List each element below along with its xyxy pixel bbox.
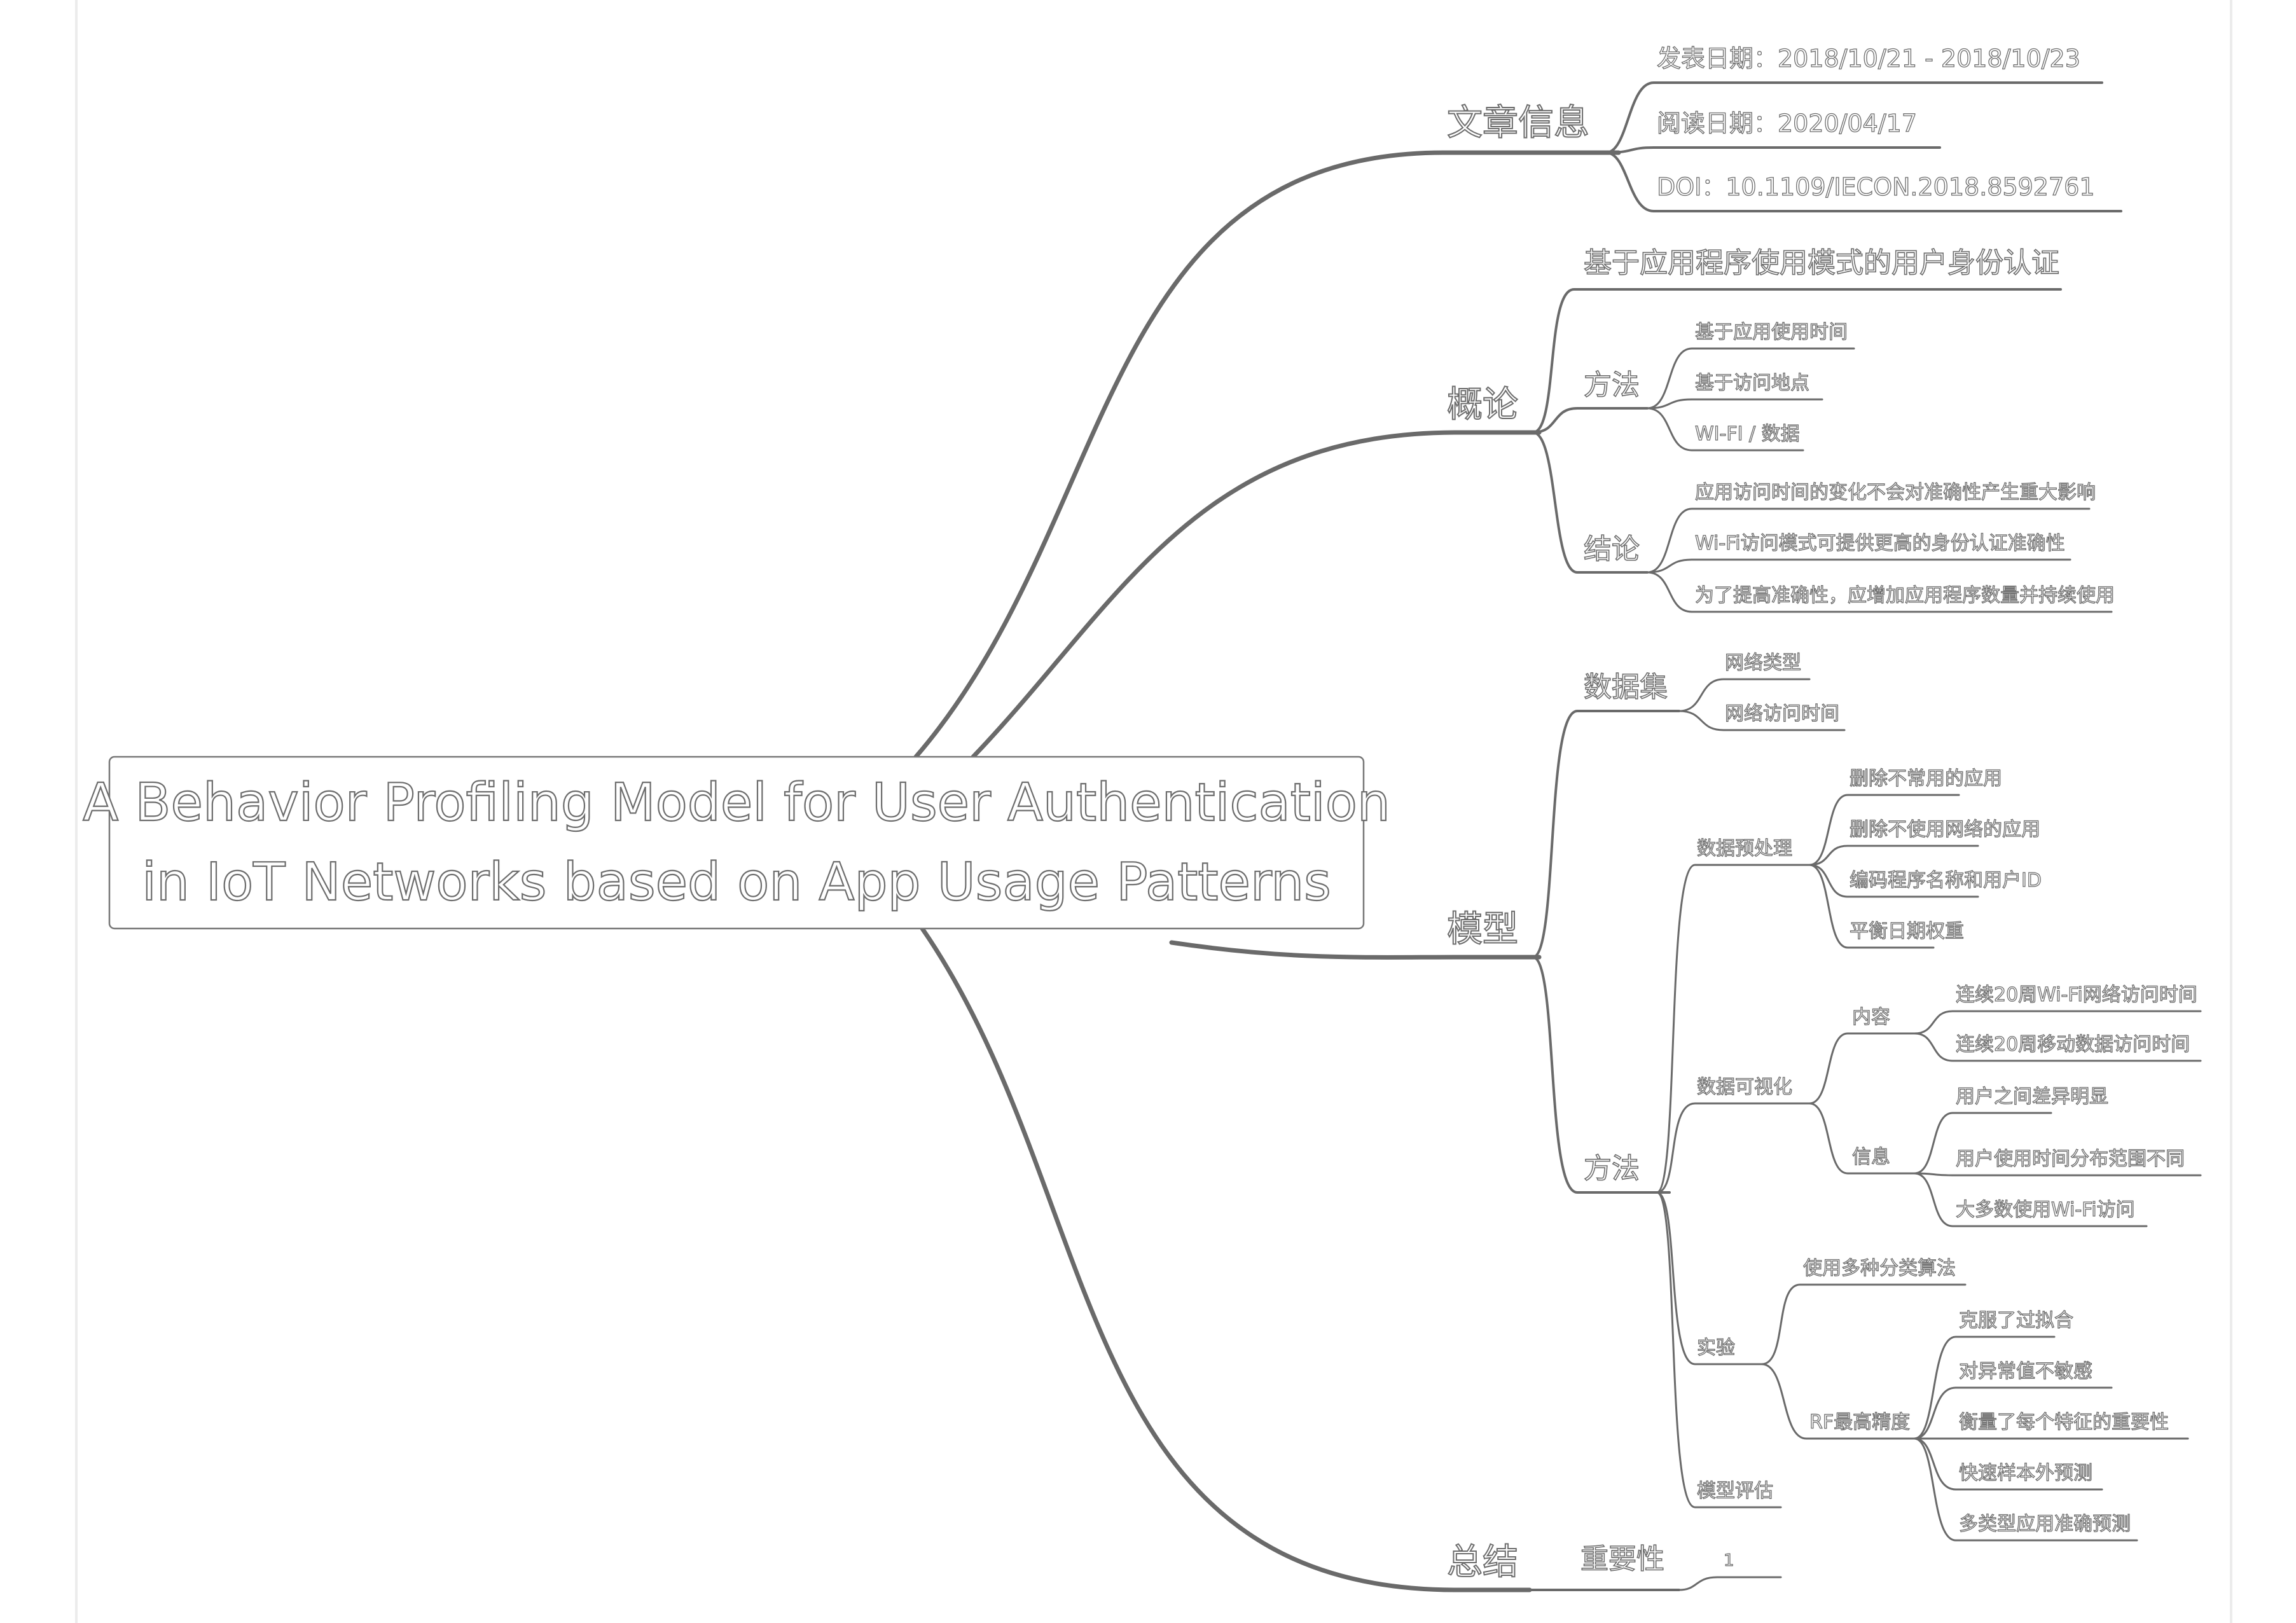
overview-conclusion-item: 为了提高准确性，应增加应用程序数量并持续使用 <box>1695 584 2115 607</box>
rf-item: 克服了过拟合 <box>1959 1309 2073 1332</box>
vis-content-item: 连续20周Wi-Fi网络访问时间 <box>1956 984 2197 1006</box>
preprocess-item: 删除不使用网络的应用 <box>1850 818 2040 841</box>
evaluation-label: 模型评估 <box>1697 1480 1773 1502</box>
root-title-line2: in IoT Networks based on App Usage Patte… <box>142 852 1331 913</box>
vis-info-item: 用户使用时间分布范围不同 <box>1956 1148 2185 1170</box>
overview-conclusion-label: 结论 <box>1584 533 1640 565</box>
preprocess-label: 数据预处理 <box>1697 838 1792 860</box>
topic-label: 总结 <box>1447 1542 1518 1583</box>
preprocess-item: 平衡日期权重 <box>1850 920 1964 943</box>
experiment-label: 实验 <box>1697 1337 1735 1359</box>
vis-content-label: 内容 <box>1852 1006 1890 1028</box>
connector-model <box>1169 940 1542 960</box>
info-item: DOI：10.1109/IECON.2018.8592761 <box>1657 173 2095 201</box>
importance-label: 重要性 <box>1580 1543 1664 1575</box>
rf-label: RF最高精度 <box>1809 1411 1910 1433</box>
topic-article-info[interactable]: 文章信息 发表日期：2018/10/21 - 2018/10/23 阅读日期：2… <box>1446 44 2095 201</box>
preprocess-item: 删除不常用的应用 <box>1850 768 2002 790</box>
topic-summary[interactable]: 总结 重要性 1 <box>1446 1541 1734 1584</box>
overview-method-item: 基于应用使用时间 <box>1695 321 1848 343</box>
overview-summary: 基于应用程序使用模式的用户身份认证 <box>1584 247 2059 279</box>
vis-info-item: 大多数使用Wi-Fi访问 <box>1956 1199 2135 1221</box>
root-topic[interactable]: A Behavior Profiling Model for User Auth… <box>82 756 1391 930</box>
rf-item: 多类型应用准确预测 <box>1959 1513 2131 1535</box>
page-left-edge <box>75 0 78 1623</box>
root-box <box>108 756 1365 930</box>
vis-info-label: 信息 <box>1852 1146 1890 1168</box>
connector-summary <box>920 926 1532 1592</box>
rf-item: 快速样本外预测 <box>1959 1462 2092 1484</box>
dataset-item: 网络访问时间 <box>1725 703 1839 725</box>
experiment-algo: 使用多种分类算法 <box>1803 1257 1956 1280</box>
overview-method-label: 方法 <box>1584 369 1640 401</box>
topic-overview[interactable]: 概论 基于应用程序使用模式的用户身份认证 方法 基于应用使用时间 基于访问地点 … <box>1446 246 2115 607</box>
rf-item: 衡量了每个特征的重要性 <box>1959 1411 2169 1433</box>
importance-item: 1 <box>1724 1551 1734 1570</box>
overview-conclusion-item: 应用访问时间的变化不会对准确性产生重大影响 <box>1695 481 2096 504</box>
model-method-label: 方法 <box>1584 1152 1640 1185</box>
dataset-label: 数据集 <box>1584 671 1668 703</box>
overview-method-item: 基于访问地点 <box>1695 372 1809 394</box>
topic-label: 模型 <box>1447 909 1518 950</box>
vis-info-item: 用户之间差异明显 <box>1956 1086 2108 1108</box>
info-item: 发表日期：2018/10/21 - 2018/10/23 <box>1657 45 2080 73</box>
rf-item: 对异常值不敏感 <box>1959 1360 2092 1383</box>
page-right-edge <box>2230 0 2232 1623</box>
info-item: 阅读日期：2020/04/17 <box>1657 109 1917 137</box>
topic-label: 文章信息 <box>1447 102 1589 144</box>
vis-content-item: 连续20周移动数据访问时间 <box>1956 1033 2190 1056</box>
topic-label: 概论 <box>1447 384 1518 425</box>
overview-conclusion-item: Wi-Fi访问模式可提供更高的身份认证准确性 <box>1695 532 2065 555</box>
connector-overview <box>971 430 1542 759</box>
preprocess-item: 编码程序名称和用户ID <box>1850 869 2042 892</box>
connector-info <box>913 150 1621 759</box>
topic-model[interactable]: 模型 数据集 网络类型 网络访问时间 方法 数据预处理 删除不常用的应用 删除不… <box>1446 651 2197 1535</box>
connectors <box>913 81 2202 1592</box>
root-title-line1: A Behavior Profiling Model for User Auth… <box>83 773 1390 833</box>
visualization-label: 数据可视化 <box>1697 1076 1792 1098</box>
overview-method-item: WI-FI / 数据 <box>1695 423 1800 445</box>
dataset-item: 网络类型 <box>1725 652 1801 674</box>
